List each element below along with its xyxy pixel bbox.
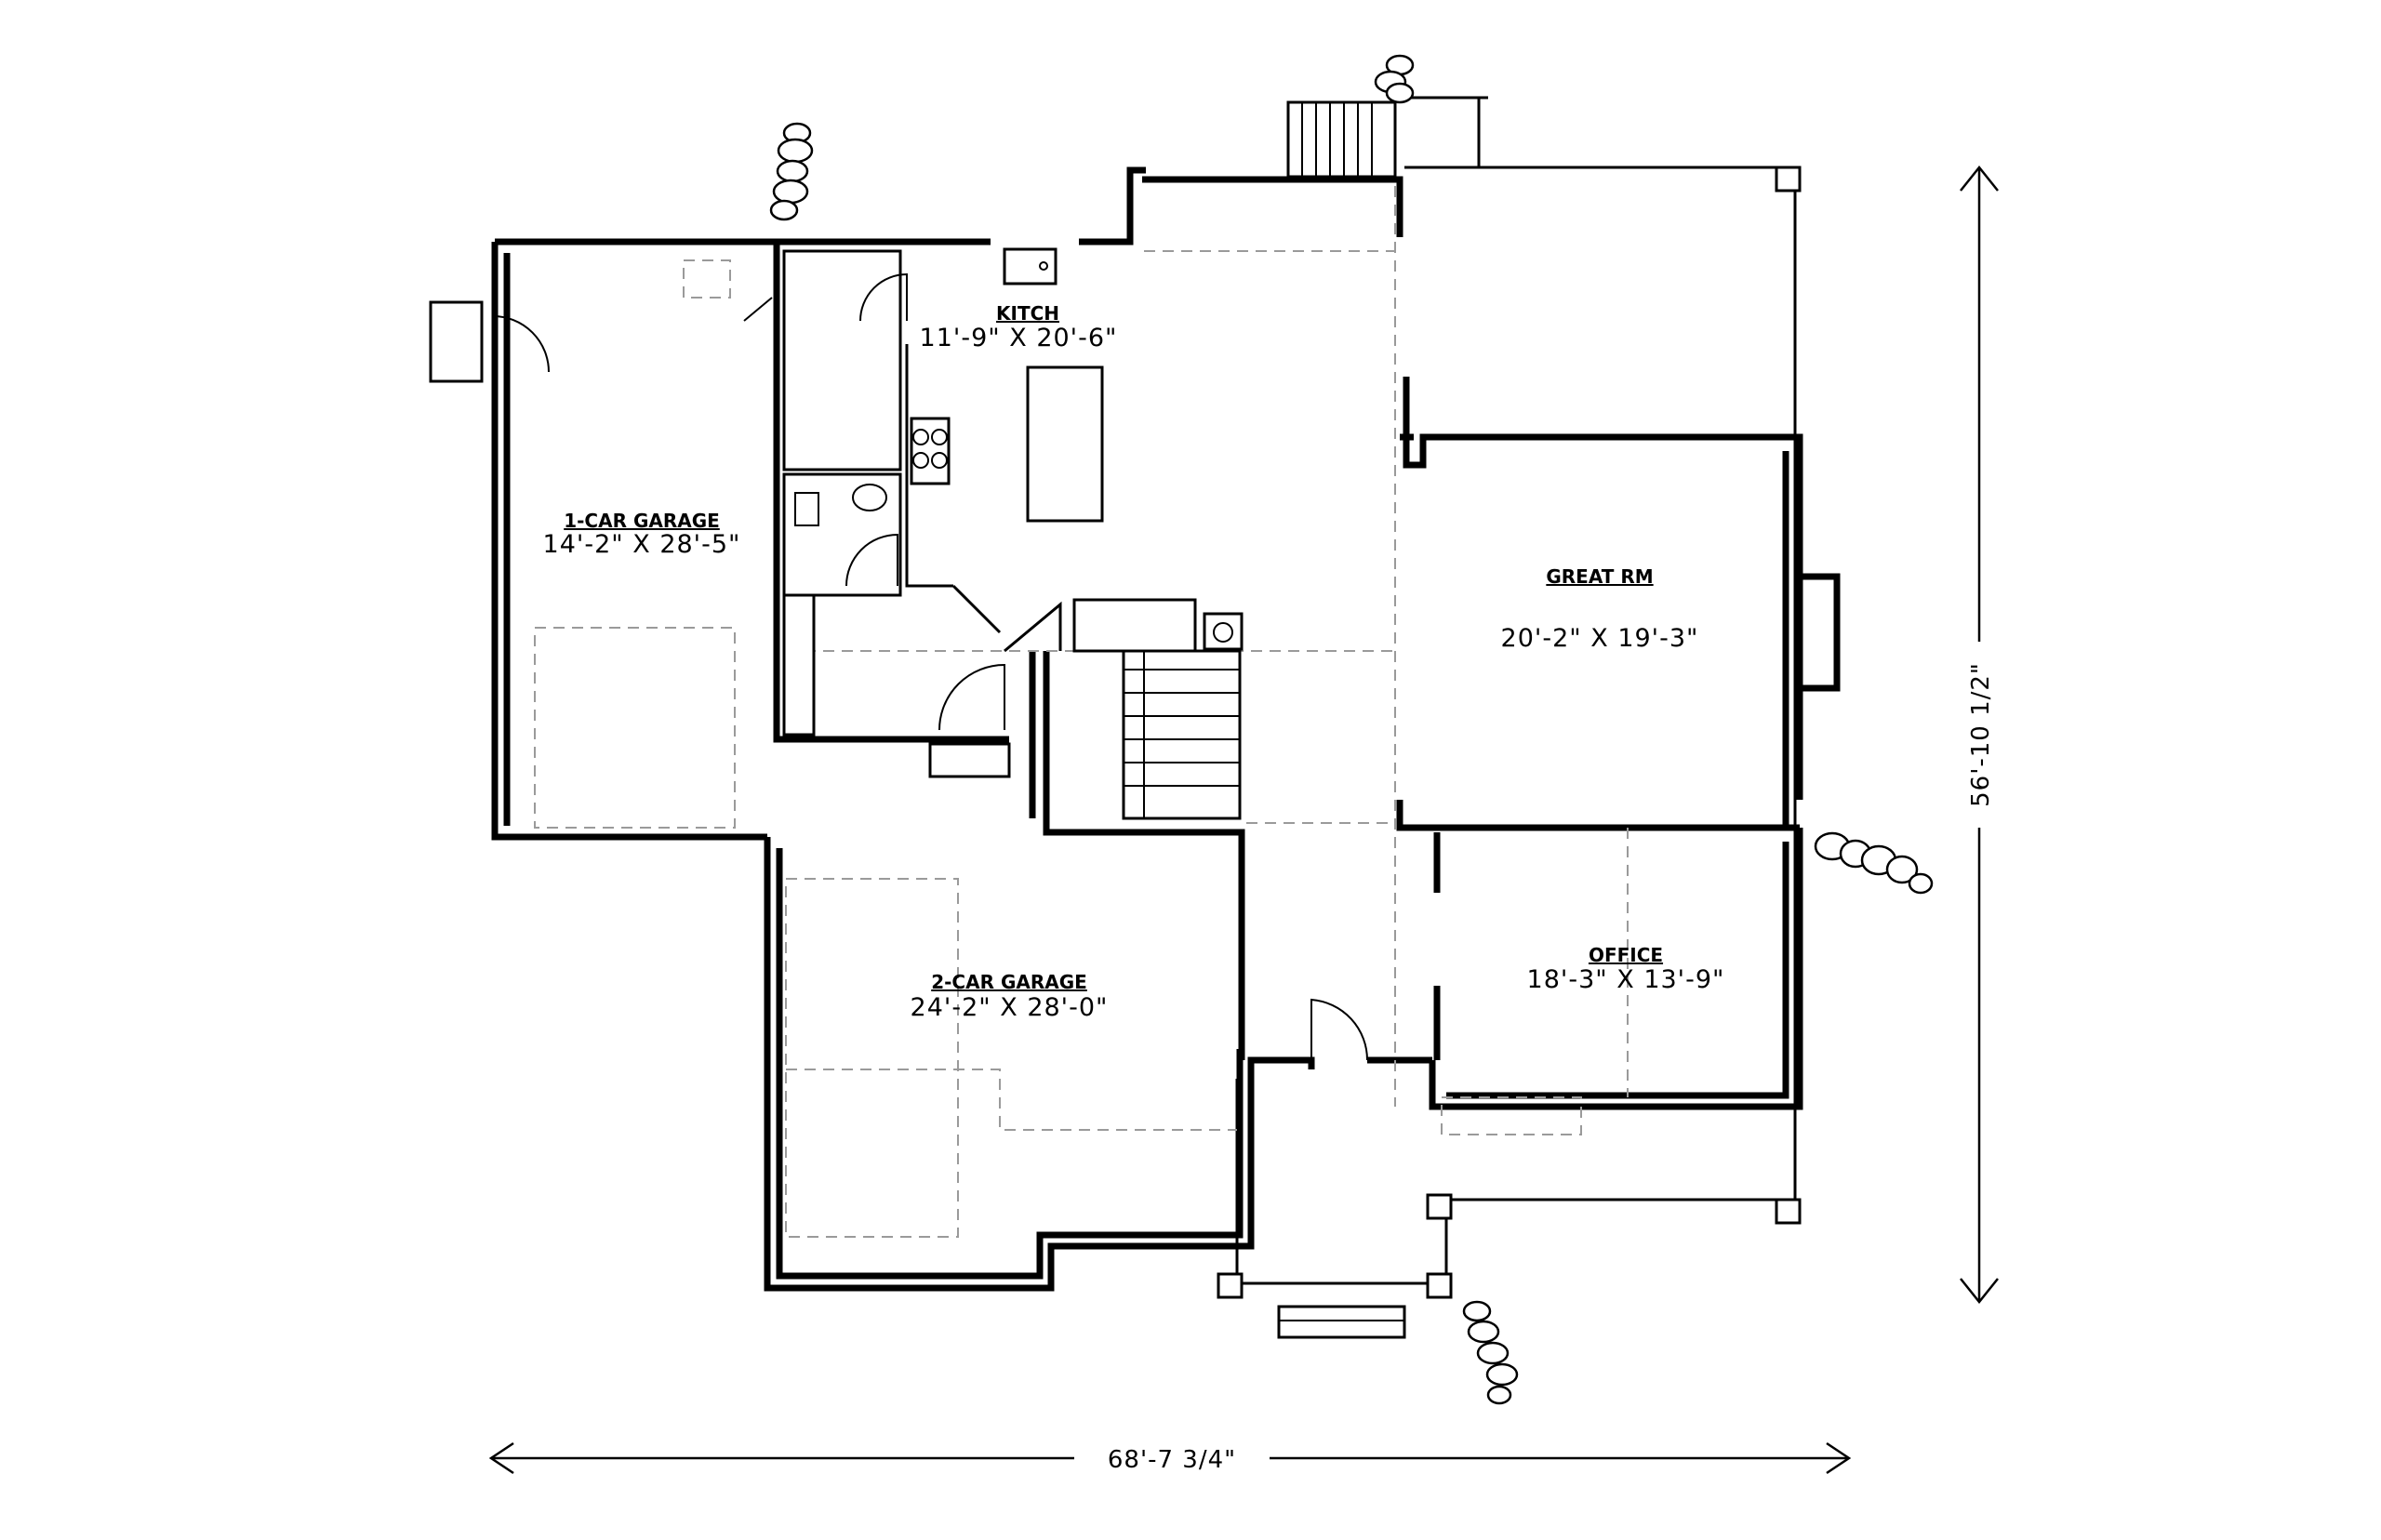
landscape-stones xyxy=(769,54,1934,1405)
kitchen-name: KITCH xyxy=(996,302,1059,325)
cooktop xyxy=(910,417,951,485)
mudroom-bench xyxy=(782,593,816,737)
garage-2-name: 2-CAR GARAGE xyxy=(931,971,1087,993)
office-dims: 18'-3" X 13'-9" xyxy=(1527,965,1725,994)
kitchen-fixtures xyxy=(782,247,1244,778)
garage-1-dims: 14'-2" X 28'-5" xyxy=(543,530,741,559)
room-labels: KITCH 11'-9" X 20'-6" 1-CAR GARAGE 14'-2… xyxy=(543,302,1725,1022)
kitchen-dims: 11'-9" X 20'-6" xyxy=(920,324,1118,352)
great-room-name: GREAT RM xyxy=(1546,565,1653,588)
door-swings xyxy=(492,272,1369,1061)
kitchen-island xyxy=(1026,365,1104,523)
great-room-dims: 20'-2" X 19'-3" xyxy=(1501,624,1699,653)
exterior-walls xyxy=(491,166,1841,1292)
overall-depth-dimension: 56'-10 1/2" xyxy=(1960,165,1999,1305)
overall-width-dimension: 68'-7 3/4" xyxy=(488,1440,1852,1477)
porch-steps-front xyxy=(1277,1305,1406,1339)
overall-width-label: 68'-7 3/4" xyxy=(1108,1446,1236,1474)
office-name: OFFICE xyxy=(1589,944,1663,966)
columns xyxy=(1217,166,1802,1299)
overall-depth-label: 56'-10 1/2" xyxy=(1967,662,1995,807)
porch-steps-rear xyxy=(1286,100,1397,179)
laundry-counter xyxy=(1072,598,1197,653)
side-entry-step xyxy=(429,300,484,383)
stairs xyxy=(429,100,1406,1339)
garage-2-dims: 24'-2" X 28'-0" xyxy=(911,993,1109,1022)
powder-room xyxy=(782,472,902,597)
garage-1-name: 1-CAR GARAGE xyxy=(564,510,720,532)
pantry xyxy=(782,249,902,471)
